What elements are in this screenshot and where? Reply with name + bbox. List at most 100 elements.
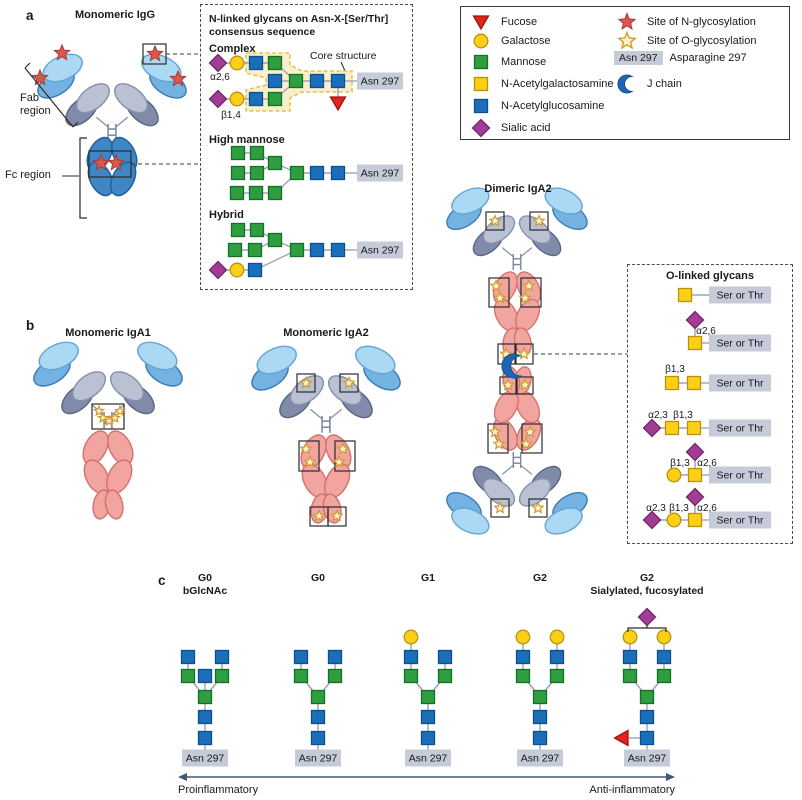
asn-297-badge bbox=[182, 749, 228, 767]
galactose-icon bbox=[473, 33, 489, 49]
o-glycosylation-star bbox=[92, 404, 106, 417]
fucose-icon-slot bbox=[468, 12, 494, 32]
o-glycosylation-star bbox=[488, 213, 502, 227]
legend-item: Asn 297 Asparagine 297 bbox=[614, 51, 747, 65]
panel-c-header-line: G2 bbox=[639, 572, 654, 584]
panel-c-glycan-2: Asn 297 bbox=[293, 649, 343, 767]
o-linked-glycans-panel bbox=[627, 264, 793, 544]
badge-text: Asn 297 bbox=[409, 753, 448, 765]
galactose-icon bbox=[549, 629, 565, 645]
panel-c-glycan-5: Asn 297 bbox=[613, 607, 672, 767]
core-structure-label: Core structure bbox=[310, 50, 377, 62]
o-linked-panel-title: O-linked glycans bbox=[665, 270, 755, 282]
mannose-icon bbox=[639, 689, 655, 705]
panel-c-letter: c bbox=[158, 573, 166, 588]
n-linked-panel-title: N-linked glycans on Asn-X-[Ser/Thr] cons… bbox=[209, 13, 389, 38]
mannose-icon bbox=[622, 668, 638, 684]
n-acetylgalactosamine-icon-slot bbox=[468, 74, 494, 94]
complex-section-label: Complex bbox=[209, 43, 256, 55]
iga2-title: Monomeric IgA2 bbox=[283, 327, 369, 339]
n-acetylglucosamine-icon bbox=[473, 98, 489, 114]
n-acetylglucosamine-icon bbox=[403, 649, 419, 665]
o-glycosylation-star bbox=[342, 375, 356, 389]
o-glycosylation-star bbox=[493, 500, 507, 514]
mannose-icon bbox=[327, 668, 343, 684]
legend-item-label: N-Acetylgalactosamine bbox=[501, 78, 614, 90]
galactose-icon bbox=[515, 629, 531, 645]
mannose-icon bbox=[197, 689, 213, 705]
o-glycosylation-star bbox=[108, 411, 122, 424]
panel-c-glycan-3: Asn 297 bbox=[403, 629, 453, 767]
glycosylation-site-box bbox=[521, 423, 543, 454]
mannose-icon-slot bbox=[468, 52, 494, 72]
n-glycosylation-star bbox=[107, 153, 125, 171]
n-acetylglucosamine-icon bbox=[437, 649, 453, 665]
mannose-icon bbox=[403, 668, 419, 684]
glycosylation-site-box bbox=[516, 376, 534, 395]
glycosylation-site-box bbox=[487, 423, 509, 454]
glycosylation-site-box bbox=[488, 277, 510, 308]
n-glycosylation-star bbox=[92, 153, 110, 171]
n-acetylglucosamine-icon bbox=[639, 709, 655, 725]
o-glycosylation-star bbox=[332, 454, 346, 468]
o-glycosylation-star bbox=[113, 404, 127, 417]
iga1-title: Monomeric IgA1 bbox=[65, 327, 151, 339]
mannose-icon bbox=[515, 668, 531, 684]
panel-c-glycan-1: Asn 297 bbox=[180, 649, 230, 767]
n-acetylglucosamine-icon bbox=[473, 98, 489, 114]
glycosylation-site-box bbox=[91, 403, 125, 430]
o-glycosylation-star bbox=[499, 346, 513, 360]
o-glycosylation-star bbox=[519, 436, 533, 450]
n-glycosylation-star bbox=[146, 44, 164, 62]
mannose-icon bbox=[473, 54, 489, 70]
n-acetylglucosamine-icon bbox=[656, 649, 672, 665]
high-mannose-section-label: High mannose bbox=[209, 134, 285, 146]
galactose-icon-slot bbox=[468, 31, 494, 51]
legend-item-label: Asparagine 297 bbox=[669, 52, 747, 64]
o-glycosylation-star bbox=[492, 436, 506, 450]
o-glycosylation-star bbox=[517, 346, 531, 360]
n-acetylglucosamine-icon bbox=[310, 730, 326, 746]
o-glycosylation-star bbox=[532, 213, 546, 227]
panel-c-column-header: G1 bbox=[353, 572, 503, 585]
badge-text: Asn 297 bbox=[186, 753, 225, 765]
o-glycosylation-star bbox=[299, 375, 313, 389]
j-chain-icon-slot bbox=[614, 74, 640, 94]
glycosylation-site-box bbox=[490, 498, 510, 518]
sialic-acid-icon bbox=[471, 118, 491, 138]
galactose-icon bbox=[403, 629, 419, 645]
mannose-icon bbox=[656, 668, 672, 684]
o-glycosylation-star bbox=[299, 441, 313, 455]
glycosylation-site-box bbox=[298, 440, 320, 472]
sialic-acid-icon bbox=[637, 607, 657, 627]
legend-item-label: N-Acetylglucosamine bbox=[501, 100, 605, 112]
legend-item-label: Sialic acid bbox=[501, 122, 551, 134]
panel-b-letter: b bbox=[26, 318, 35, 333]
iga1-diagram bbox=[33, 341, 183, 520]
glycosylation-site-box bbox=[88, 150, 132, 178]
glycosylation-site-box bbox=[485, 211, 505, 231]
panel-c-header-line: Sialylated, fucosylated bbox=[590, 585, 704, 597]
asn-297-badge: Asn 297 bbox=[614, 51, 663, 65]
mannose-icon bbox=[549, 668, 565, 684]
o-glycosylation-star bbox=[488, 424, 502, 438]
o-glycosylation-star bbox=[489, 278, 503, 292]
fucose-icon bbox=[472, 15, 490, 31]
panel-c-column-header: G0 bbox=[243, 572, 393, 585]
n-acetylglucosamine-icon bbox=[420, 709, 436, 725]
badge-text: Asn 297 bbox=[521, 753, 560, 765]
o-glycosylation-star bbox=[518, 377, 532, 391]
asn-297-badge bbox=[624, 749, 670, 767]
panel-c-header-line: G2 bbox=[532, 572, 547, 584]
n-acetylgalactosamine-icon bbox=[473, 76, 489, 92]
legend-item-label: Mannose bbox=[501, 56, 547, 68]
legend-panel bbox=[460, 6, 790, 140]
mannose-icon bbox=[293, 668, 309, 684]
dimeric-iga2-top-monomer bbox=[446, 187, 588, 356]
n-glycosylation-star bbox=[169, 69, 187, 87]
o-glycosylation-star bbox=[523, 424, 537, 438]
proinflammatory-label: Proinflammatory bbox=[178, 784, 259, 796]
